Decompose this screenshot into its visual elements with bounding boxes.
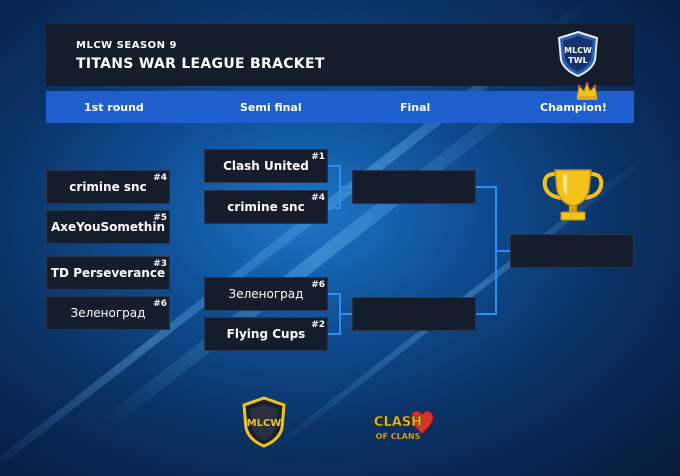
seed-label: #5 bbox=[153, 213, 167, 223]
semi-final-slot-3: Зеленоград #6 bbox=[204, 277, 328, 311]
badge-bottom-text: TWL bbox=[568, 56, 587, 65]
round-header-bar: 1st round Semi final Final Champion! bbox=[46, 91, 634, 123]
semi-final-slot-1: Clash United #1 bbox=[204, 149, 328, 183]
clash-of-clans-logo-icon: CLASH OF CLANS bbox=[374, 410, 434, 441]
final-slot-1 bbox=[352, 170, 476, 204]
connector-semi-top bbox=[328, 165, 341, 209]
team-name: Clash United bbox=[223, 159, 309, 173]
team-name: crimine snc bbox=[227, 200, 305, 214]
round-label-champion: Champion! bbox=[540, 101, 607, 114]
first-round-slot-1: crimine snc #4 bbox=[46, 170, 170, 204]
team-name: Зеленоград bbox=[228, 287, 304, 301]
semi-final-slot-2: crimine snc #4 bbox=[204, 190, 328, 224]
mlcw-logo-text: MLCW bbox=[247, 418, 282, 429]
team-name: Flying Cups bbox=[226, 327, 306, 341]
team-name: TD Perseverance bbox=[50, 266, 166, 280]
round-label-first: 1st round bbox=[84, 101, 144, 114]
connector-semi-bottom bbox=[328, 293, 341, 335]
trophy-icon bbox=[542, 169, 604, 221]
mlcw-logo-icon: MLCW bbox=[242, 396, 286, 448]
mlcw-twl-badge-icon: MLCW TWL bbox=[557, 30, 599, 78]
seed-label: #4 bbox=[153, 173, 167, 183]
seed-label: #1 bbox=[311, 152, 325, 162]
champion-slot bbox=[510, 234, 634, 268]
crown-icon bbox=[576, 81, 598, 100]
round-label-semi: Semi final bbox=[240, 101, 302, 114]
team-name: crimine snc bbox=[69, 180, 147, 194]
seed-label: #2 bbox=[311, 320, 325, 330]
first-round-slot-4: Зеленоград #6 bbox=[46, 296, 170, 330]
bracket-title: TITANS WAR LEAGUE BRACKET bbox=[76, 56, 325, 72]
seed-label: #6 bbox=[153, 299, 167, 309]
team-name: AxeYouSomethin bbox=[50, 220, 165, 234]
first-round-slot-3: TD Perseverance #3 bbox=[46, 256, 170, 290]
badge-top-text: MLCW bbox=[564, 46, 592, 55]
first-round-slot-2: AxeYouSomethin #5 bbox=[46, 210, 170, 244]
seed-label: #6 bbox=[311, 280, 325, 290]
connector-final bbox=[476, 186, 497, 315]
coc-logo-top-text: CLASH bbox=[374, 415, 422, 430]
team-name: Зеленоград bbox=[70, 306, 146, 320]
seed-label: #4 bbox=[311, 193, 325, 203]
semi-final-slot-4: Flying Cups #2 bbox=[204, 317, 328, 351]
header-panel: MLCW SEASON 9 TITANS WAR LEAGUE BRACKET bbox=[46, 24, 634, 86]
round-label-final: Final bbox=[400, 101, 431, 114]
coc-logo-bottom-text: OF CLANS bbox=[376, 432, 421, 441]
final-slot-2 bbox=[352, 297, 476, 331]
seed-label: #3 bbox=[153, 259, 167, 269]
season-label: MLCW SEASON 9 bbox=[76, 40, 177, 51]
